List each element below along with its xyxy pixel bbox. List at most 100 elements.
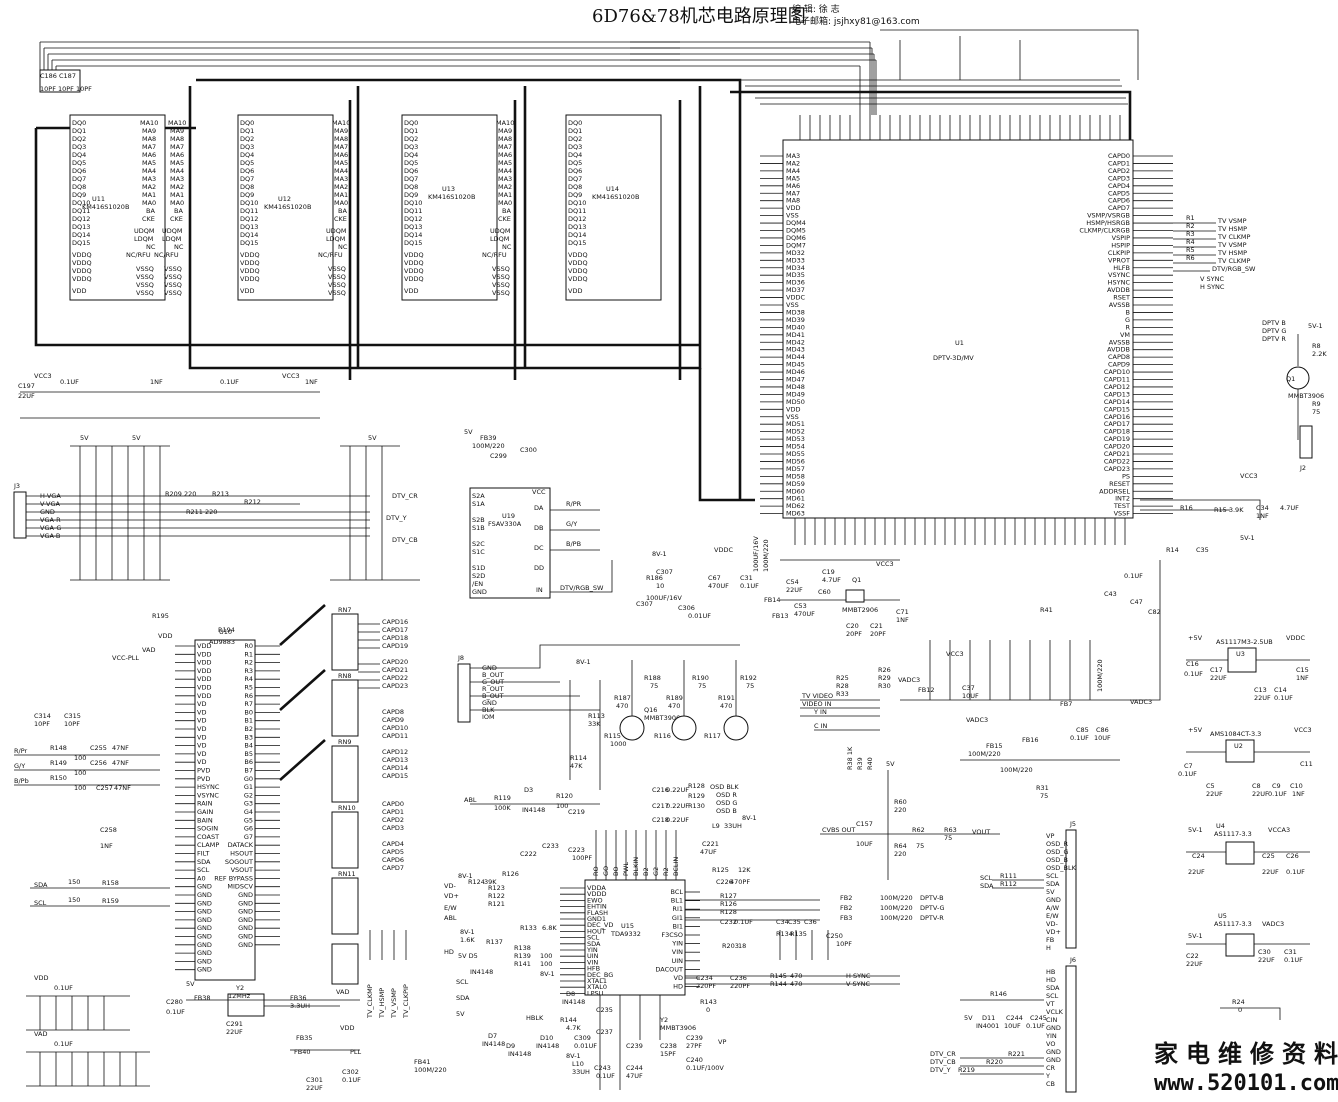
pin-label: CAPD0 bbox=[1108, 152, 1130, 160]
svg-text:R138: R138 bbox=[514, 944, 531, 952]
svg-text:DTV_Y: DTV_Y bbox=[386, 514, 407, 522]
svg-text:DQ2: DQ2 bbox=[240, 135, 254, 143]
svg-text:MA0: MA0 bbox=[334, 199, 348, 207]
pin-label: FILT bbox=[197, 850, 209, 858]
pin-label: VD bbox=[197, 733, 206, 741]
svg-text:TV VSMP: TV VSMP bbox=[1217, 241, 1247, 249]
svg-text:J5: J5 bbox=[1069, 820, 1076, 828]
pin-label: SOGOUT bbox=[225, 858, 253, 866]
svg-text:22UF: 22UF bbox=[1254, 694, 1271, 702]
svg-text:TV CLKMP: TV CLKMP bbox=[1217, 257, 1251, 265]
svg-text:R141: R141 bbox=[514, 960, 531, 968]
svg-text:CAPD4: CAPD4 bbox=[382, 840, 404, 848]
pin-label: MD32 bbox=[786, 249, 805, 257]
svg-text:FB41: FB41 bbox=[414, 1058, 430, 1066]
svg-text:S1B: S1B bbox=[472, 524, 485, 532]
pin-label: RSET bbox=[1113, 294, 1130, 302]
svg-text:DQ1: DQ1 bbox=[72, 127, 86, 135]
svg-text:R211 220: R211 220 bbox=[186, 508, 217, 516]
svg-text:VDDQ: VDDQ bbox=[568, 267, 588, 275]
svg-text:0.1UF: 0.1UF bbox=[1178, 770, 1197, 778]
svg-text:C34: C34 bbox=[1256, 504, 1269, 512]
pin-label: VDD bbox=[786, 204, 800, 212]
svg-text:0.1UF: 0.1UF bbox=[54, 984, 73, 992]
svg-text:DQ10: DQ10 bbox=[72, 199, 90, 207]
svg-text:LDQM: LDQM bbox=[326, 235, 345, 243]
svg-text:C16: C16 bbox=[1186, 660, 1199, 668]
pin-label: CAPD21 bbox=[1104, 450, 1130, 458]
svg-text:CAPD20: CAPD20 bbox=[382, 658, 408, 666]
svg-text:U4: U4 bbox=[1216, 822, 1225, 830]
svg-text:C67: C67 bbox=[708, 574, 721, 582]
svg-text:R186: R186 bbox=[646, 574, 663, 582]
svg-text:C306: C306 bbox=[678, 604, 695, 612]
pin-label: CAPD9 bbox=[1108, 361, 1130, 369]
pin-label: ADDRSEL bbox=[1099, 487, 1130, 495]
svg-text:CAPD15: CAPD15 bbox=[382, 772, 408, 780]
pin-label: VDD bbox=[197, 667, 211, 675]
svg-text:VDDQ: VDDQ bbox=[568, 251, 588, 259]
svg-text:8V-1: 8V-1 bbox=[566, 1052, 581, 1060]
svg-text:FB2: FB2 bbox=[840, 904, 852, 912]
svg-text:HBLK: HBLK bbox=[526, 1014, 544, 1022]
svg-text:MA2: MA2 bbox=[170, 183, 184, 191]
svg-text:DQ13: DQ13 bbox=[240, 223, 258, 231]
pin-label: RESET bbox=[1109, 480, 1130, 488]
svg-text:VSSQ: VSSQ bbox=[492, 281, 510, 289]
svg-text:BA: BA bbox=[338, 207, 347, 215]
pin-label: B5 bbox=[244, 750, 253, 758]
pin-label: GND bbox=[238, 941, 253, 949]
svg-text:DQ2: DQ2 bbox=[72, 135, 86, 143]
svg-text:Q16: Q16 bbox=[644, 706, 657, 714]
svg-text:C235: C235 bbox=[596, 1006, 613, 1014]
svg-text:MMBT3906: MMBT3906 bbox=[644, 714, 680, 722]
svg-text:MA2: MA2 bbox=[142, 183, 156, 191]
svg-text:CVBS OUT: CVBS OUT bbox=[822, 826, 855, 834]
svg-text:VADC3: VADC3 bbox=[1130, 698, 1152, 706]
svg-text:R143: R143 bbox=[700, 998, 717, 1006]
svg-text:IN4148: IN4148 bbox=[470, 968, 493, 976]
svg-text:A/W: A/W bbox=[1046, 904, 1060, 912]
svg-text:VDDQ: VDDQ bbox=[568, 275, 588, 283]
pin-label: CAPD3 bbox=[1108, 174, 1130, 182]
svg-text:NC: NC bbox=[174, 243, 184, 251]
pin-label: GND bbox=[238, 899, 253, 907]
svg-text:SDA: SDA bbox=[1046, 880, 1060, 888]
svg-text:R135: R135 bbox=[790, 930, 807, 938]
pin-label: G5 bbox=[244, 816, 253, 824]
pin-label: RI1 bbox=[672, 905, 683, 913]
svg-text:MA7: MA7 bbox=[170, 143, 184, 151]
svg-text:DQ12: DQ12 bbox=[72, 215, 90, 223]
svg-text:MA4: MA4 bbox=[142, 167, 156, 175]
svg-text:VSSQ: VSSQ bbox=[328, 281, 346, 289]
svg-text:VDDQ: VDDQ bbox=[72, 267, 92, 275]
svg-text:DQ5: DQ5 bbox=[72, 159, 86, 167]
svg-text:DTV/RGB_SW: DTV/RGB_SW bbox=[560, 584, 604, 592]
svg-text:R212: R212 bbox=[244, 498, 261, 506]
svg-text:C217: C217 bbox=[652, 802, 669, 810]
svg-text:C31: C31 bbox=[1284, 948, 1297, 956]
pin-label: R6 bbox=[244, 692, 253, 700]
svg-text:R60: R60 bbox=[894, 798, 907, 806]
svg-text:C244: C244 bbox=[1006, 1014, 1023, 1022]
svg-text:SCL: SCL bbox=[34, 899, 47, 907]
svg-text:MA3: MA3 bbox=[334, 175, 348, 183]
svg-text:10PF: 10PF bbox=[64, 720, 80, 728]
svg-text:0.1UF: 0.1UF bbox=[60, 378, 79, 386]
svg-text:10UF: 10UF bbox=[1004, 1022, 1021, 1030]
pin-label: DQM4 bbox=[786, 219, 806, 227]
pin-label: MA5 bbox=[786, 174, 800, 182]
svg-text:27PF: 27PF bbox=[686, 1042, 702, 1050]
pin-label: CAPD23 bbox=[1104, 465, 1130, 473]
svg-text:0.1UF: 0.1UF bbox=[54, 1040, 73, 1048]
svg-text:C256: C256 bbox=[90, 759, 107, 767]
pin-label: PVD bbox=[197, 767, 210, 775]
svg-text:0.1UF: 0.1UF bbox=[734, 918, 753, 926]
svg-text:22UF: 22UF bbox=[226, 1028, 243, 1036]
svg-text:220PF: 220PF bbox=[730, 982, 750, 990]
svg-text:100M/220: 100M/220 bbox=[762, 539, 770, 572]
